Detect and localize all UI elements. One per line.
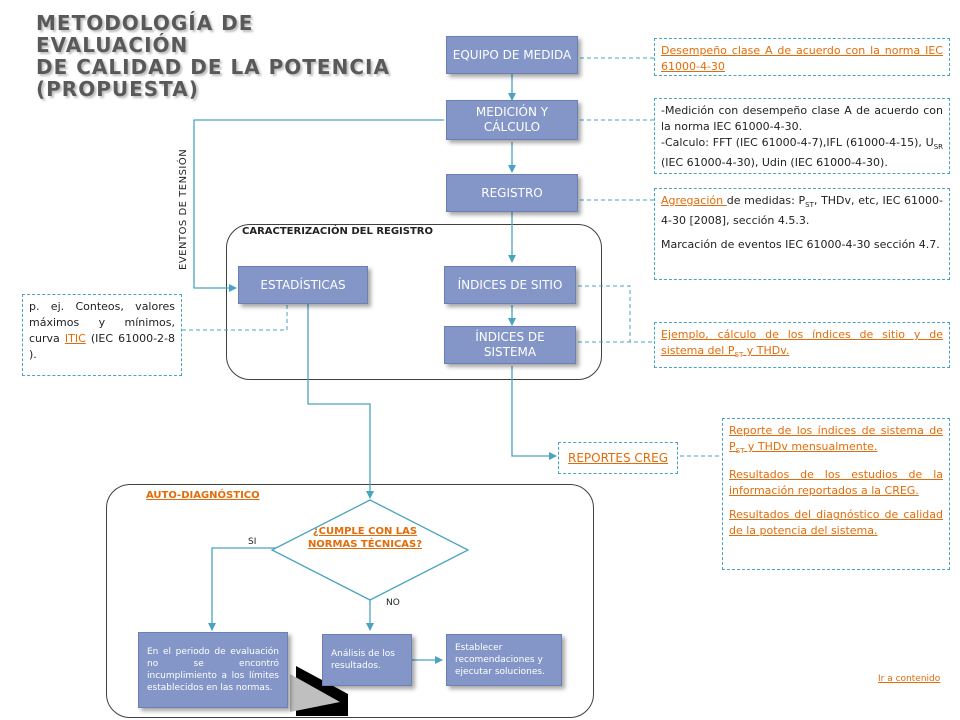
conteos-text: p. ej. Conteos, valores máximos y mínimo… — [29, 300, 175, 345]
incumplimiento-box[interactable]: En el periodo de evaluación no se encont… — [138, 632, 288, 708]
reporte1-sub: ST — [735, 447, 745, 456]
medicion-note-line2: -Calculo: FFT (IEC 61000-4-7),IFL (61000… — [661, 135, 943, 171]
estadisticas-box[interactable]: ESTADÍSTICAS — [238, 266, 368, 304]
medicion-note: -Medición con desempeño clase A de acuer… — [654, 98, 950, 174]
reporte-link-3[interactable]: Resultados del diagnóstico de calidad de… — [729, 508, 943, 538]
eventos-de-tension-label: EVENTOS DE TENSIÓN — [178, 148, 189, 270]
title-line-4: (PROPUESTA) — [36, 77, 199, 101]
reportes-creg-button[interactable]: REPORTES CREG — [558, 442, 678, 474]
arrow-decision-si — [208, 547, 276, 631]
auto-diagnostico-label[interactable]: AUTO-DIAGNÓSTICO — [146, 490, 260, 501]
arrow-estadisticas-decision — [307, 302, 374, 499]
ejemplo-sub: ST — [734, 351, 744, 360]
ejemplo-note: Ejemplo, cálculo de los índices de sitio… — [654, 322, 950, 368]
auto-diagnostico-region — [106, 484, 594, 718]
title-line-2: EVALUACIÓN — [36, 33, 189, 57]
conteos-end: (IEC 61000-2-8 ). — [29, 332, 175, 361]
page-title: METODOLOGÍA DE EVALUACIÓN DE CALIDAD DE … — [36, 12, 390, 100]
itic-link[interactable]: ITIC — [64, 332, 86, 345]
decision-no-label: NO — [386, 598, 400, 608]
decision-question[interactable]: ¿CUMPLE CON LAS NORMAS TÉCNICAS? — [307, 526, 423, 550]
agregacion-link[interactable]: Agregación — [661, 194, 727, 207]
medicion-note-line1: -Medición con desempeño clase A de acuer… — [661, 104, 943, 133]
agregacion-text: de medidas: P — [726, 194, 806, 207]
ejemplo-link[interactable]: Ejemplo, cálculo de los índices de sitio… — [661, 327, 943, 363]
reporte-link-1[interactable]: Reporte de los índices de sistema de PST… — [729, 423, 943, 459]
equipo-de-medida-box[interactable]: EQUIPO DE MEDIDA — [446, 36, 578, 74]
agregacion-sub: ST — [805, 201, 814, 210]
medicion-line2-end: (IEC 61000-4-30), Udin (IEC 61000-4-30). — [661, 156, 888, 170]
medicion-line2-text: -Calculo: FFT (IEC 61000-4-7),IFL (61000… — [661, 136, 934, 149]
caracterizacion-label: CARACTERIZACIÓN DEL REGISTRO — [242, 226, 434, 237]
ejemplo-end: y THDv. — [743, 344, 790, 357]
marcacion-line: Marcación de eventos IEC 61000-4-30 secc… — [661, 238, 940, 252]
reporte1-end: y THDv mensualmente. — [744, 440, 878, 453]
desempeno-note: Desempeño clase A de acuerdo con la norm… — [654, 38, 950, 76]
arrow-eventos-tension — [193, 119, 444, 292]
title-line-1: METODOLOGÍA DE — [36, 11, 254, 35]
decorative-arrow-shape-light — [290, 674, 340, 712]
reporte-link-2[interactable]: Resultados de los estudios de la informa… — [729, 468, 943, 498]
agregacion-note-line: Agregación de medidas: PST, THDv, etc, I… — [661, 193, 943, 229]
medicion-calculo-box[interactable]: MEDICIÓN Y CÁLCULO — [446, 100, 578, 140]
ir-a-contenido-link[interactable]: Ir a contenido — [878, 674, 941, 684]
dash-estadisticas-note — [182, 305, 288, 331]
title-line-3: DE CALIDAD DE LA POTENCIA — [36, 55, 390, 79]
decision-yes-label: SI — [248, 537, 257, 547]
analisis-box[interactable]: Análisis de los resultados. — [322, 634, 412, 686]
agregacion-text2: , THDv, etc, IEC 61000-4-30 [2008], secc… — [661, 194, 943, 228]
ejemplo-text: Ejemplo, cálculo de los índices de sitio… — [661, 328, 943, 357]
dash-sitio-sistema-note — [578, 285, 654, 343]
arrow-sistema-reportes — [511, 366, 557, 460]
agregacion-note: Agregación de medidas: PST, THDv, etc, I… — [654, 188, 950, 280]
reporte1-text: Reporte de los índices de sistema de P — [729, 424, 943, 453]
establecer-box[interactable]: Establecer recomendaciones y ejecutar so… — [446, 634, 562, 686]
indices-de-sitio-box[interactable]: ÍNDICES DE SITIO — [444, 266, 576, 304]
decision-diamond — [270, 499, 470, 601]
desempeno-link[interactable]: Desempeño clase A de acuerdo con la norm… — [661, 44, 943, 73]
medicion-sub: SR — [933, 143, 943, 152]
indices-de-sistema-box[interactable]: ÍNDICES DE SISTEMA — [444, 326, 576, 364]
conteos-note-line: p. ej. Conteos, valores máximos y mínimo… — [29, 299, 175, 363]
caracterizacion-region — [226, 224, 602, 380]
registro-box[interactable]: REGISTRO — [446, 174, 578, 212]
conteos-note: p. ej. Conteos, valores máximos y mínimo… — [22, 294, 182, 376]
reportes-note: Reporte de los índices de sistema de PST… — [722, 418, 950, 570]
